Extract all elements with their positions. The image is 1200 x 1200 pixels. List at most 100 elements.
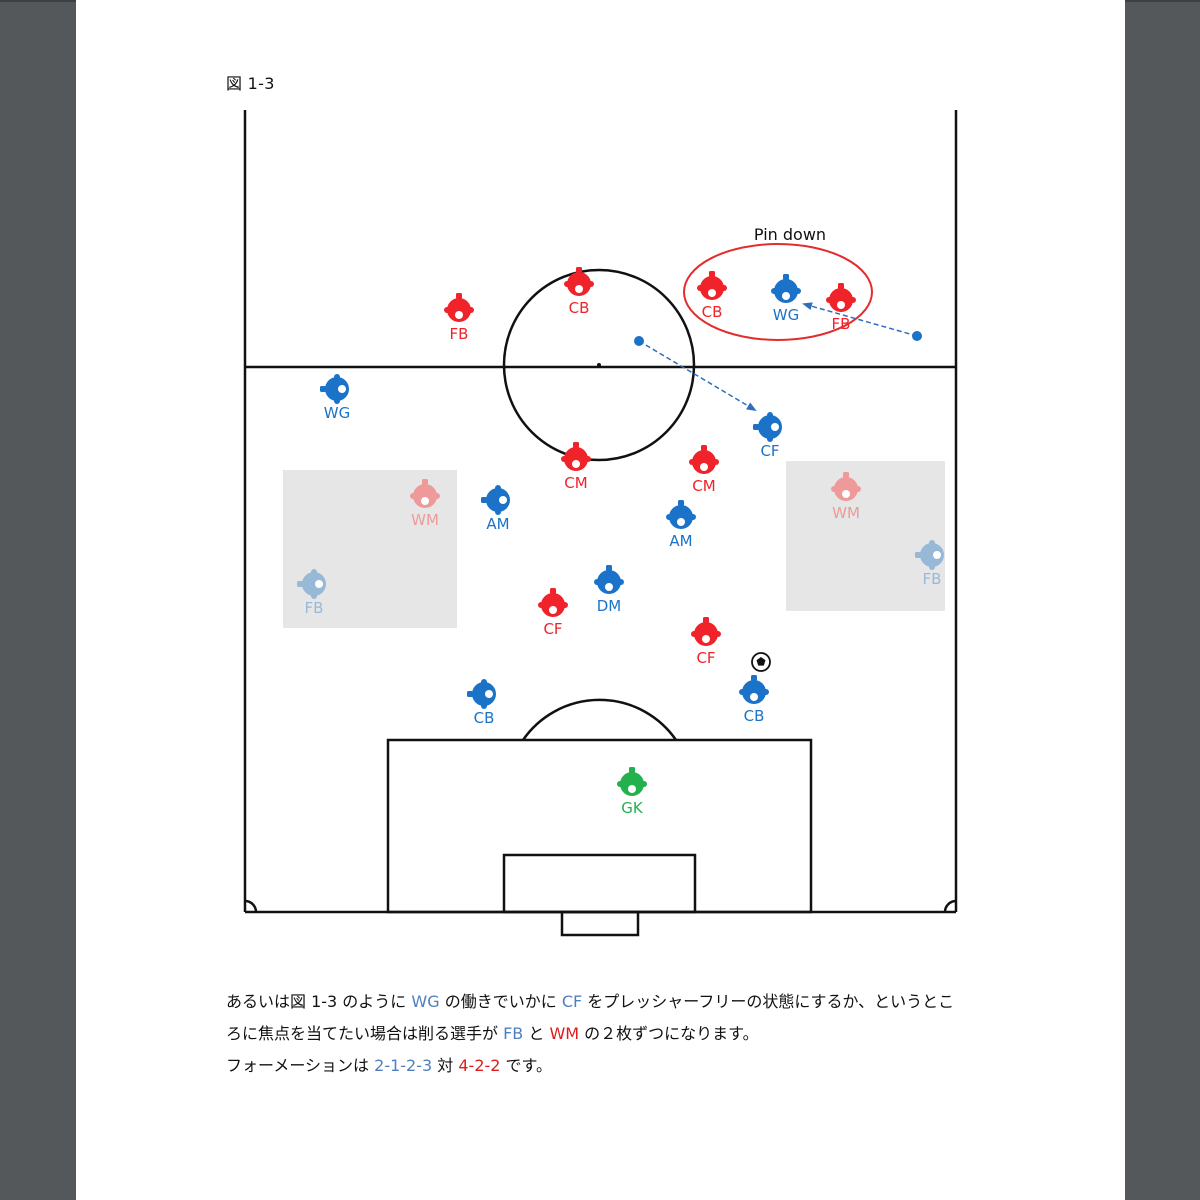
player-marker-icon: [666, 500, 696, 529]
player-cb-blue: CB: [739, 675, 769, 725]
text-run: の働きでいかに: [439, 992, 562, 1011]
player-label: CB: [702, 303, 723, 321]
player-label: CM: [692, 477, 715, 495]
player-cf-red: CF: [538, 588, 568, 638]
player-cf-red: CF: [691, 617, 721, 667]
player-label: FB: [305, 599, 324, 617]
player-cm-red: CM: [689, 445, 719, 495]
player-cb-red: CB: [697, 271, 727, 321]
player-label: CB: [744, 707, 765, 725]
pin-down-ellipse: [683, 243, 873, 341]
text-run: の２枚ずつになります。: [579, 1024, 759, 1043]
text-run: をプレッシャーフリーの状態にするか、というとこ: [582, 992, 955, 1011]
player-label: CB: [474, 709, 495, 727]
pin-down-label: Pin down: [754, 225, 826, 244]
player-wg-blue: WG: [771, 274, 801, 324]
player-am-blue: AM: [666, 500, 696, 550]
player-marker-icon: [771, 274, 801, 303]
corner-arc-right: [943, 899, 957, 913]
player-wm-red: WM: [831, 472, 861, 522]
penalty-area: [386, 738, 813, 914]
document-page: 図 1-3 Pin down: [76, 0, 1125, 1200]
player-marker-icon: [697, 271, 727, 300]
player-label: WG: [773, 306, 799, 324]
paragraph-line-2: ろに焦点を当てたい場合は削る選手が FB と WM の２枚ずつになります。: [226, 1018, 1006, 1050]
player-label: DM: [597, 597, 622, 615]
player-cb-blue: CB: [467, 679, 496, 727]
text-run: フォーメーションは: [226, 1056, 375, 1075]
player-marker-icon: [538, 588, 568, 617]
text-run: ろに焦点を当てたい場合は削る選手が: [226, 1024, 504, 1043]
player-fb-red: FB: [826, 283, 856, 333]
term-wg: WG: [411, 992, 440, 1011]
term-wm: WM: [549, 1024, 580, 1043]
player-label: FB: [832, 315, 851, 333]
text-run: あるいは図 1-3 のように: [226, 992, 412, 1011]
right-wide-zone: [786, 461, 945, 611]
centre-spot: [597, 363, 601, 367]
paragraph-line-3: フォーメーションは 2-1-2-3 対 4-2-2 です。: [226, 1050, 1006, 1082]
formation-red: 4-2-2: [458, 1056, 501, 1075]
corner-arc-left: [244, 899, 258, 913]
player-marker-icon: [826, 283, 856, 312]
player-marker-icon: [467, 679, 496, 709]
player-wg-blue: WG: [320, 374, 350, 422]
term-cf: CF: [561, 992, 583, 1011]
player-marker-icon: [410, 479, 440, 508]
player-label: AM: [669, 532, 692, 550]
player-cf-blue: CF: [753, 412, 782, 460]
player-label: CF: [760, 442, 779, 460]
players-layer: CB FB CB WG FB WG CF CM CM WM AM AM WM FB FB DM CF CF CB CB…: [297, 267, 944, 817]
wg-run-arrow: [802, 302, 918, 337]
player-cm-red: CM: [561, 442, 591, 492]
player-marker-icon: [594, 565, 624, 594]
goal-area: [502, 853, 697, 914]
player-fb-red: FB: [444, 293, 474, 343]
player-label: GK: [621, 799, 644, 817]
player-marker-icon: [297, 569, 326, 599]
ball-icon: [751, 652, 771, 672]
player-marker-icon: [915, 540, 944, 570]
player-marker-icon: [561, 442, 591, 471]
player-label: WM: [832, 504, 860, 522]
player-cb-red: CB: [564, 267, 594, 317]
player-marker-icon: [320, 374, 349, 404]
player-label: FB: [923, 570, 942, 588]
player-label: FB: [450, 325, 469, 343]
player-label: AM: [486, 515, 509, 533]
player-label: WM: [411, 511, 439, 529]
goal: [560, 910, 640, 937]
body-paragraph: あるいは図 1-3 のように WG の働きでいかに CF をプレッシャーフリーの…: [226, 986, 1006, 1082]
player-marker-icon: [753, 412, 782, 442]
player-marker-icon: [481, 485, 510, 515]
term-fb: FB: [503, 1024, 524, 1043]
pitch-diagram: Pin down CB FB CB WG FB WG CF CM CM WM AM AM WM FB FB D…: [243, 110, 958, 937]
player-marker-icon: [739, 675, 769, 704]
penalty-arc: [521, 698, 678, 741]
paragraph-line-1: あるいは図 1-3 のように WG の働きでいかに CF をプレッシャーフリーの…: [226, 986, 1006, 1018]
player-label: CF: [543, 620, 562, 638]
player-marker-icon: [564, 267, 594, 296]
player-fb-blue: FB: [297, 569, 326, 617]
text-run: と: [523, 1024, 550, 1043]
player-wm-red: WM: [410, 479, 440, 529]
player-dm-blue: DM: [594, 565, 624, 615]
centre-circle: [502, 268, 696, 462]
figure-caption: 図 1-3: [226, 74, 275, 93]
text-run: 対: [432, 1056, 459, 1075]
player-label: WG: [324, 404, 350, 422]
formation-blue: 2-1-2-3: [374, 1056, 433, 1075]
text-run: です。: [500, 1056, 552, 1075]
player-marker-icon: [691, 617, 721, 646]
player-marker-icon: [617, 767, 647, 796]
player-gk-green: GK: [617, 767, 647, 817]
player-am-blue: AM: [481, 485, 510, 533]
player-marker-icon: [689, 445, 719, 474]
player-marker-icon: [444, 293, 474, 322]
player-label: CB: [569, 299, 590, 317]
cf-run-arrow: [638, 340, 757, 412]
player-marker-icon: [831, 472, 861, 501]
player-label: CM: [564, 474, 587, 492]
player-label: CF: [696, 649, 715, 667]
player-fb-blue: FB: [915, 540, 944, 588]
